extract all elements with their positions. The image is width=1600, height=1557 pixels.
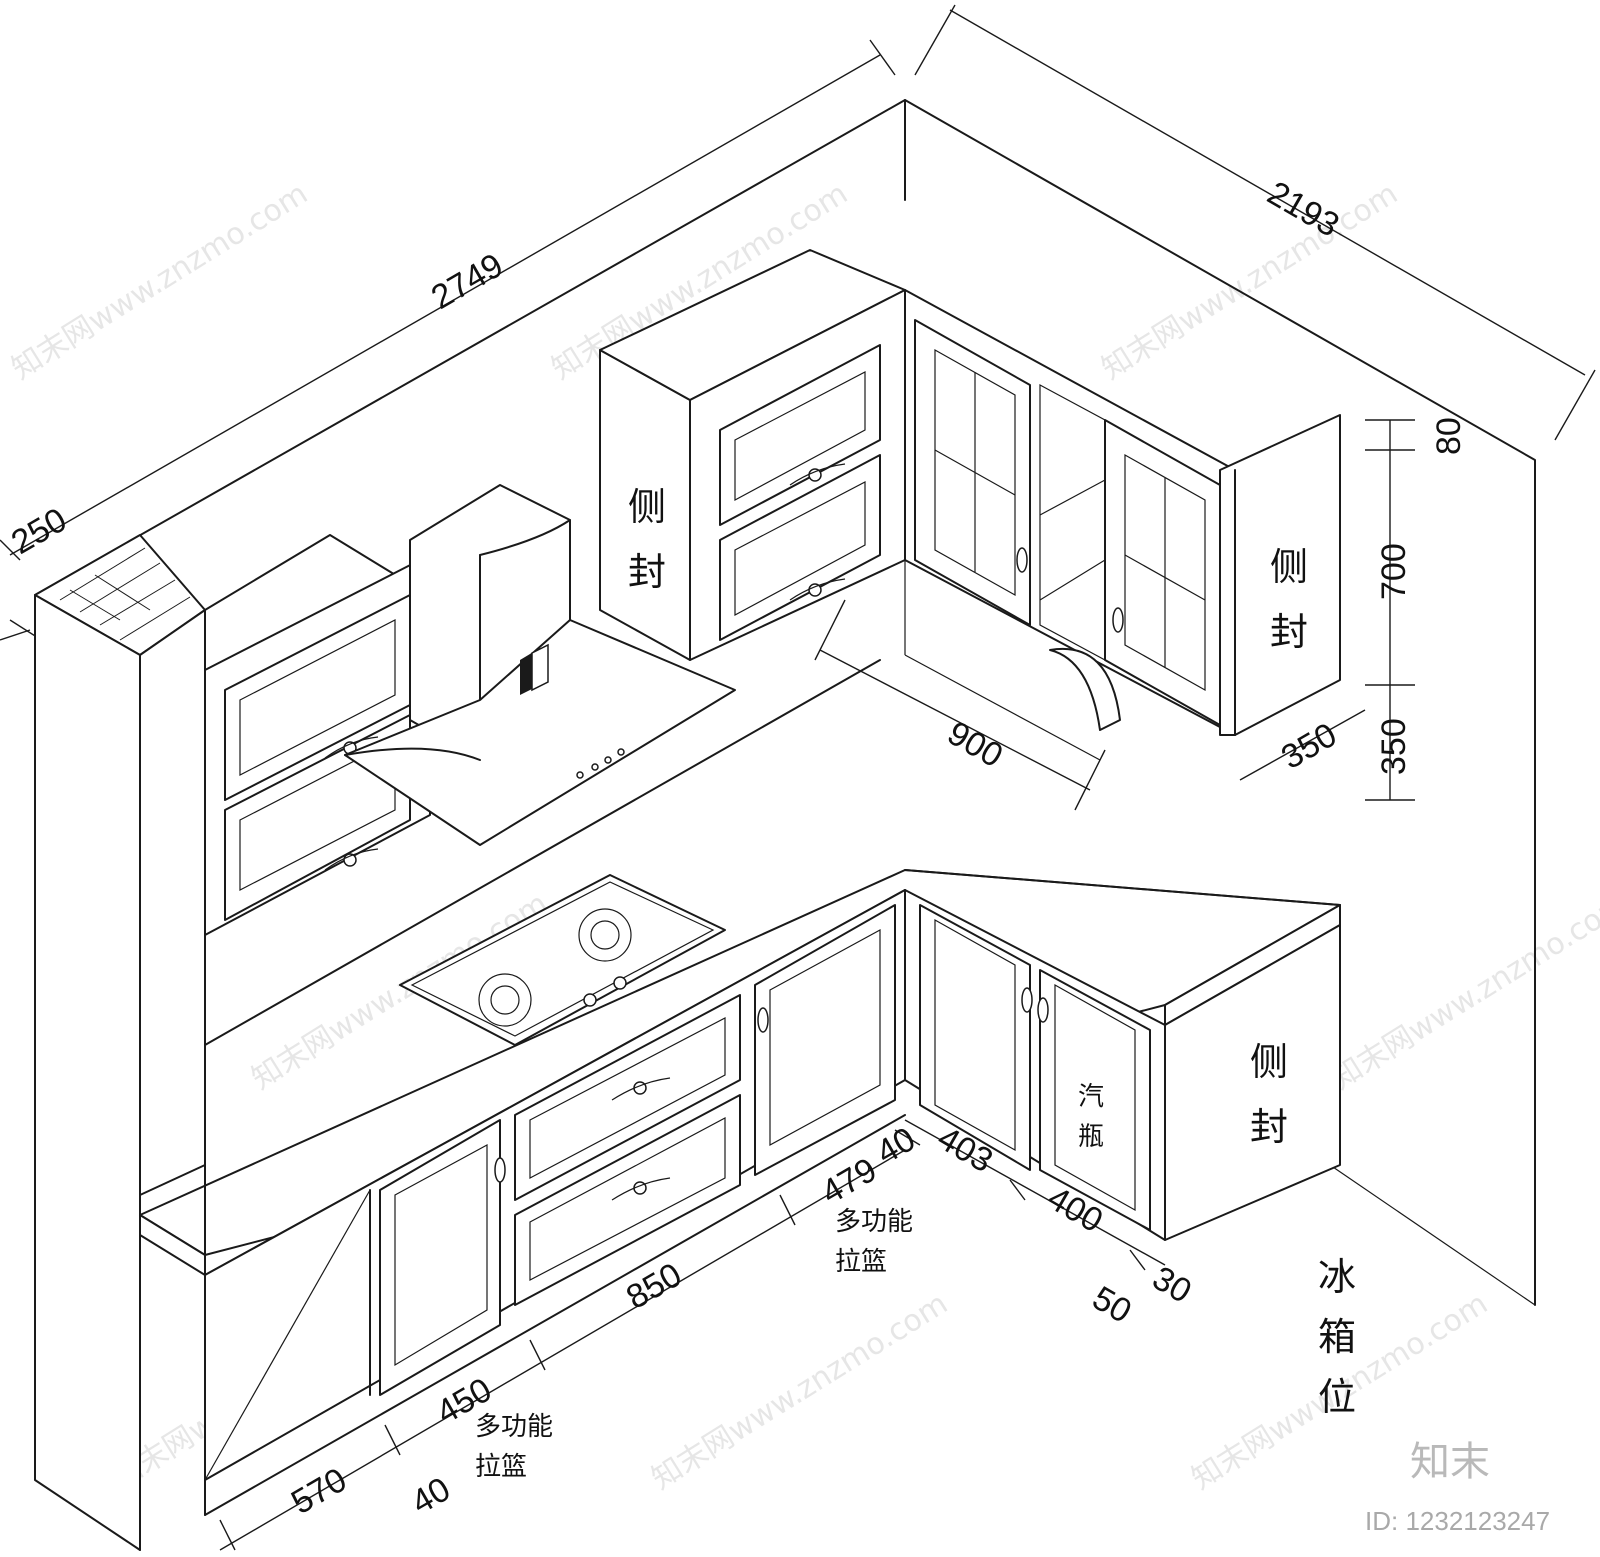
- watermark-brand: 知末: [1410, 1439, 1490, 1485]
- basket-left-1: 多功能: [475, 1412, 553, 1442]
- side-panel-lower-right-2: 封: [1250, 1105, 1288, 1149]
- hood-button: [576, 771, 584, 779]
- dim-80: 80: [1430, 417, 1468, 455]
- cabinet-knob: [808, 468, 822, 482]
- gas-stove: [399, 874, 726, 1046]
- cabinet-handle: [1112, 607, 1124, 633]
- side-panel-upper-right-2: 封: [1270, 610, 1308, 654]
- basket-corner-2: 拉篮: [835, 1247, 887, 1277]
- tall-cabinet-left: [34, 534, 206, 1551]
- cabinet-handle: [1016, 547, 1028, 573]
- cabinet-handle: [757, 1007, 769, 1033]
- dim-850: 850: [620, 1256, 688, 1317]
- dim-900: 900: [941, 714, 1009, 775]
- dim-40-left: 40: [405, 1470, 457, 1522]
- wall-cabinet-corner: [599, 249, 1341, 761]
- gas-bottle-2: 瓶: [1078, 1122, 1104, 1152]
- dim-700: 700: [1375, 543, 1413, 600]
- watermark-text: 知末网www.znzmo.com: [1326, 886, 1600, 1097]
- fridge-label-3: 位: [1318, 1375, 1356, 1419]
- cabinet-handle: [494, 1157, 506, 1183]
- bottom-dimension-lines: [219, 1119, 1166, 1551]
- cabinet-handle: [1021, 987, 1033, 1013]
- dim-350-bottom: 350: [1375, 718, 1413, 775]
- watermark-id: ID: 1232123247: [1365, 1506, 1550, 1536]
- dim-570: 570: [285, 1461, 353, 1522]
- gas-bottle-1: 汽: [1078, 1082, 1104, 1112]
- fridge-label-1: 冰: [1318, 1255, 1356, 1299]
- basket-left-2: 拉篮: [475, 1452, 527, 1482]
- hood-button: [604, 756, 612, 764]
- watermark-text: 知末网www.znzmo.com: [1096, 176, 1404, 387]
- dim-30: 30: [1146, 1259, 1198, 1311]
- stove-knob: [583, 993, 597, 1007]
- fridge-label-2: 箱: [1318, 1315, 1356, 1359]
- base-cabinets-right-run: [904, 889, 1341, 1241]
- right-dimension-lines: [1239, 419, 1415, 801]
- basket-corner-1: 多功能: [835, 1207, 913, 1237]
- side-panel-lower-right-1: 侧: [1250, 1040, 1288, 1084]
- range-hood: [344, 484, 736, 846]
- watermark-text: 知末网www.znzmo.com: [6, 176, 314, 387]
- watermark-text: 知末网www.znzmo.com: [646, 1286, 954, 1497]
- dim-350-right: 350: [1275, 716, 1343, 777]
- cabinet-knob: [808, 583, 822, 597]
- cabinet-handle: [1037, 997, 1049, 1023]
- base-cabinets-left-run: [204, 889, 906, 1516]
- side-panel-upper-left-2: 封: [628, 550, 666, 594]
- stove-knob: [613, 976, 627, 990]
- wall-outline: [34, 99, 1536, 1306]
- hood-button: [591, 763, 599, 771]
- dim-50: 50: [1086, 1279, 1138, 1331]
- dim-40-corner: 40: [870, 1120, 922, 1172]
- hood-button: [617, 748, 625, 756]
- side-panel-upper-right-1: 侧: [1270, 545, 1308, 589]
- side-panel-upper-left-1: 侧: [628, 485, 666, 529]
- dim-900-line: [814, 599, 1106, 811]
- dim-2749: 2749: [425, 246, 510, 317]
- hatched-top: [59, 547, 191, 641]
